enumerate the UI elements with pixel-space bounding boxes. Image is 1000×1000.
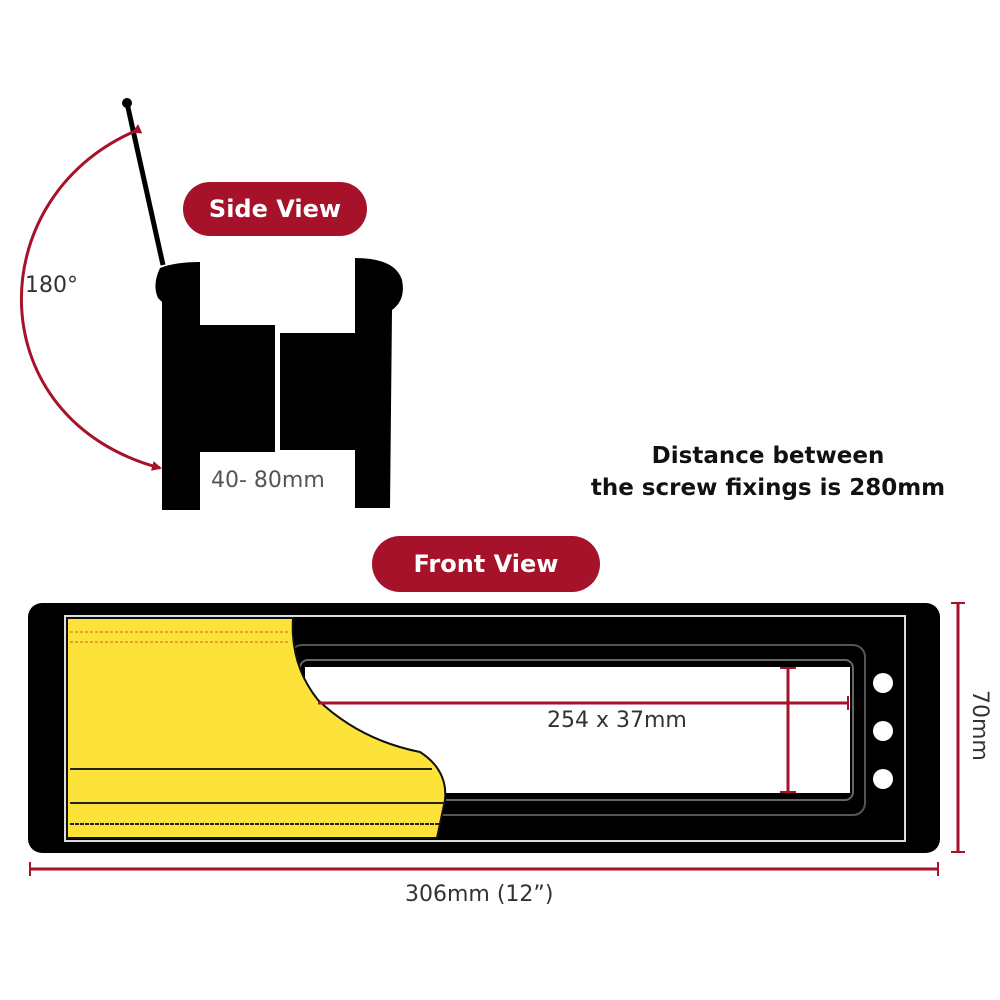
aperture-label: 254 x 37mm: [547, 708, 687, 733]
outer-plate-left: [155, 262, 275, 510]
side-view-label: Side View: [183, 182, 367, 236]
screw-hole: [873, 721, 893, 741]
screw-note: Distance between the screw fixings is 28…: [558, 440, 978, 504]
screw-hole: [873, 769, 893, 789]
screw-note-line1: Distance between: [651, 443, 885, 469]
angle-label: 180°: [25, 273, 78, 298]
screw-hole: [873, 673, 893, 693]
screw-note-line2: the screw fixings is 280mm: [590, 475, 946, 501]
front-view-drawing: [28, 602, 965, 876]
width-label: 306mm (12”): [405, 882, 554, 907]
flap-handle: [124, 102, 166, 266]
inner-plate-right: [280, 258, 403, 508]
yellow-flap: [66, 617, 447, 839]
height-label: 70mm: [967, 690, 992, 761]
front-view-label: Front View: [372, 536, 600, 592]
depth-label: 40- 80mm: [211, 468, 325, 493]
rotation-arc: [20, 124, 162, 471]
side-view-drawing: [20, 98, 403, 510]
